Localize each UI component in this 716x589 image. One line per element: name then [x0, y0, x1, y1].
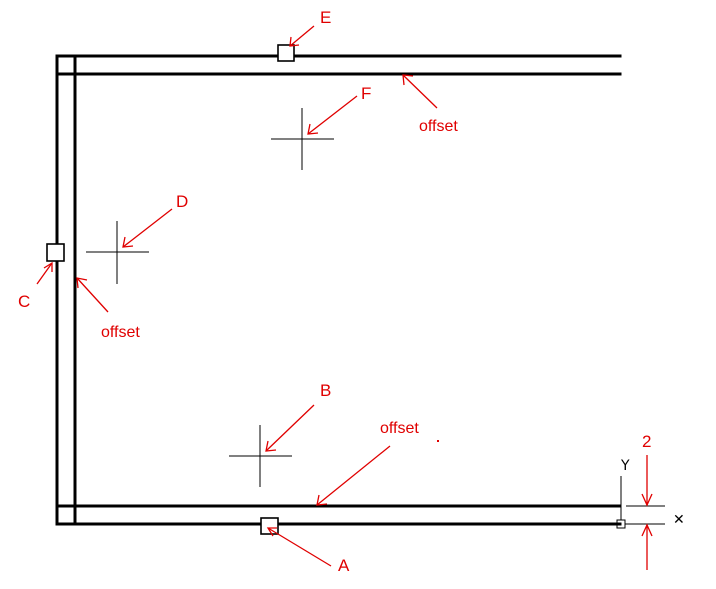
crosshair-d	[86, 221, 149, 284]
arrow-offset-left	[76, 277, 109, 313]
label-f: F	[361, 84, 371, 103]
pickbox-c	[46, 243, 65, 262]
pickbox-a	[260, 517, 279, 535]
label-offset-left: offset	[101, 324, 140, 341]
axis-x-label: ✕	[673, 512, 685, 528]
label-c: C	[18, 292, 30, 311]
ucs-icon	[620, 476, 664, 525]
axis-y-label: Y	[620, 458, 630, 474]
label-e: E	[320, 8, 331, 27]
label-offset-bottom: offset	[380, 420, 419, 437]
arrow-f	[307, 95, 358, 135]
arrow-e	[289, 25, 315, 47]
crosshair-f	[271, 108, 334, 170]
label-b: B	[320, 381, 331, 400]
stray-dot	[437, 440, 439, 442]
arrow-c	[36, 261, 53, 285]
label-offset-top: offset	[419, 118, 458, 135]
arrow-d	[122, 208, 173, 248]
crosshair-b	[229, 425, 292, 487]
walls	[55, 54, 622, 526]
pickbox-e	[277, 44, 295, 62]
arrow-a	[266, 527, 332, 567]
arrow-b	[265, 404, 315, 452]
dimension-label: 2	[642, 432, 651, 451]
arrow-offset-top	[402, 74, 438, 109]
dimension-2	[626, 455, 665, 570]
arrow-offset-bottom	[316, 445, 391, 506]
label-d: D	[176, 192, 188, 211]
label-a: A	[338, 556, 350, 575]
